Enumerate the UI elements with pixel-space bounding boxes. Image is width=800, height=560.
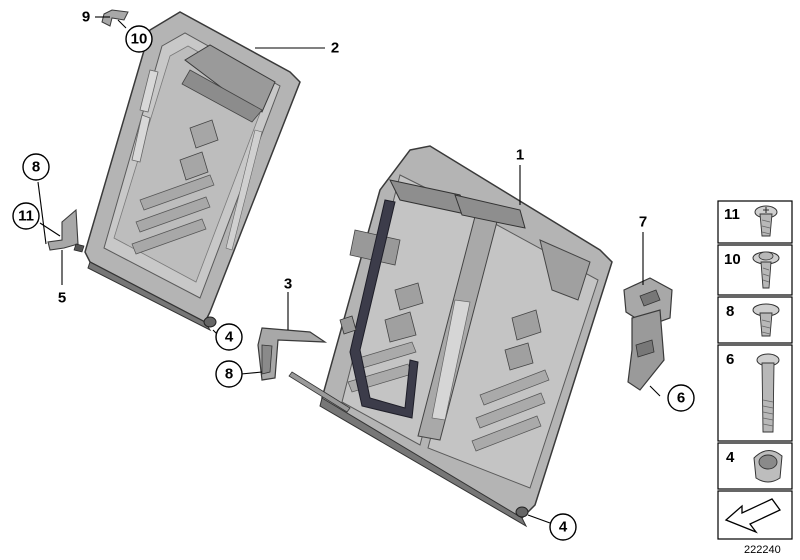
clip-part-9[interactable] bbox=[101, 9, 129, 27]
washer-head-screw-icon bbox=[752, 251, 780, 289]
callout-11: 11 bbox=[18, 208, 34, 225]
arrow-symbol-icon bbox=[724, 498, 781, 534]
bushing-icon bbox=[753, 450, 783, 483]
callout-5: 5 bbox=[58, 290, 66, 307]
legend-label-11: 11 bbox=[724, 206, 740, 223]
flange-screw-icon bbox=[752, 303, 780, 337]
seat-back-frame-right[interactable] bbox=[319, 145, 613, 528]
callout-4b-circle bbox=[549, 513, 577, 541]
parts-legend: 11 10 8 6 4 bbox=[717, 200, 793, 540]
legend-label-6: 6 bbox=[726, 351, 734, 368]
legend-label-8: 8 bbox=[726, 303, 734, 320]
torx-screw-short-icon bbox=[754, 205, 778, 237]
callout-1: 1 bbox=[516, 147, 524, 164]
bracket-part-5[interactable] bbox=[47, 208, 85, 253]
callout-8b: 8 bbox=[225, 366, 233, 383]
callout-2: 2 bbox=[331, 40, 339, 57]
callout-6: 6 bbox=[677, 390, 685, 407]
hinge-part-7[interactable] bbox=[623, 277, 673, 391]
long-bolt-icon bbox=[756, 353, 780, 433]
callouts: 9 10 2 1 8 11 5 7 3 4 8 6 4 bbox=[12, 9, 695, 541]
callout-7: 7 bbox=[639, 214, 647, 231]
legend-label-4: 4 bbox=[726, 449, 735, 466]
callout-6-circle bbox=[667, 384, 695, 412]
callout-10: 10 bbox=[131, 31, 148, 48]
legend-label-10: 10 bbox=[724, 251, 741, 268]
callout-9: 9 bbox=[82, 9, 90, 26]
callout-8b-circle bbox=[215, 360, 243, 388]
callout-8a-circle bbox=[22, 153, 50, 181]
seat-back-frame-left[interactable] bbox=[84, 11, 301, 332]
callout-8a: 8 bbox=[32, 159, 40, 176]
diagram-id: 222240 bbox=[744, 544, 781, 556]
callout-3: 3 bbox=[284, 276, 292, 293]
callout-4b: 4 bbox=[559, 519, 568, 536]
callout-4a-circle bbox=[215, 323, 243, 351]
callout-4a: 4 bbox=[225, 329, 234, 346]
callout-11-circle bbox=[12, 202, 40, 230]
bracket-part-3[interactable] bbox=[257, 327, 351, 413]
callout-10-circle bbox=[125, 25, 153, 53]
